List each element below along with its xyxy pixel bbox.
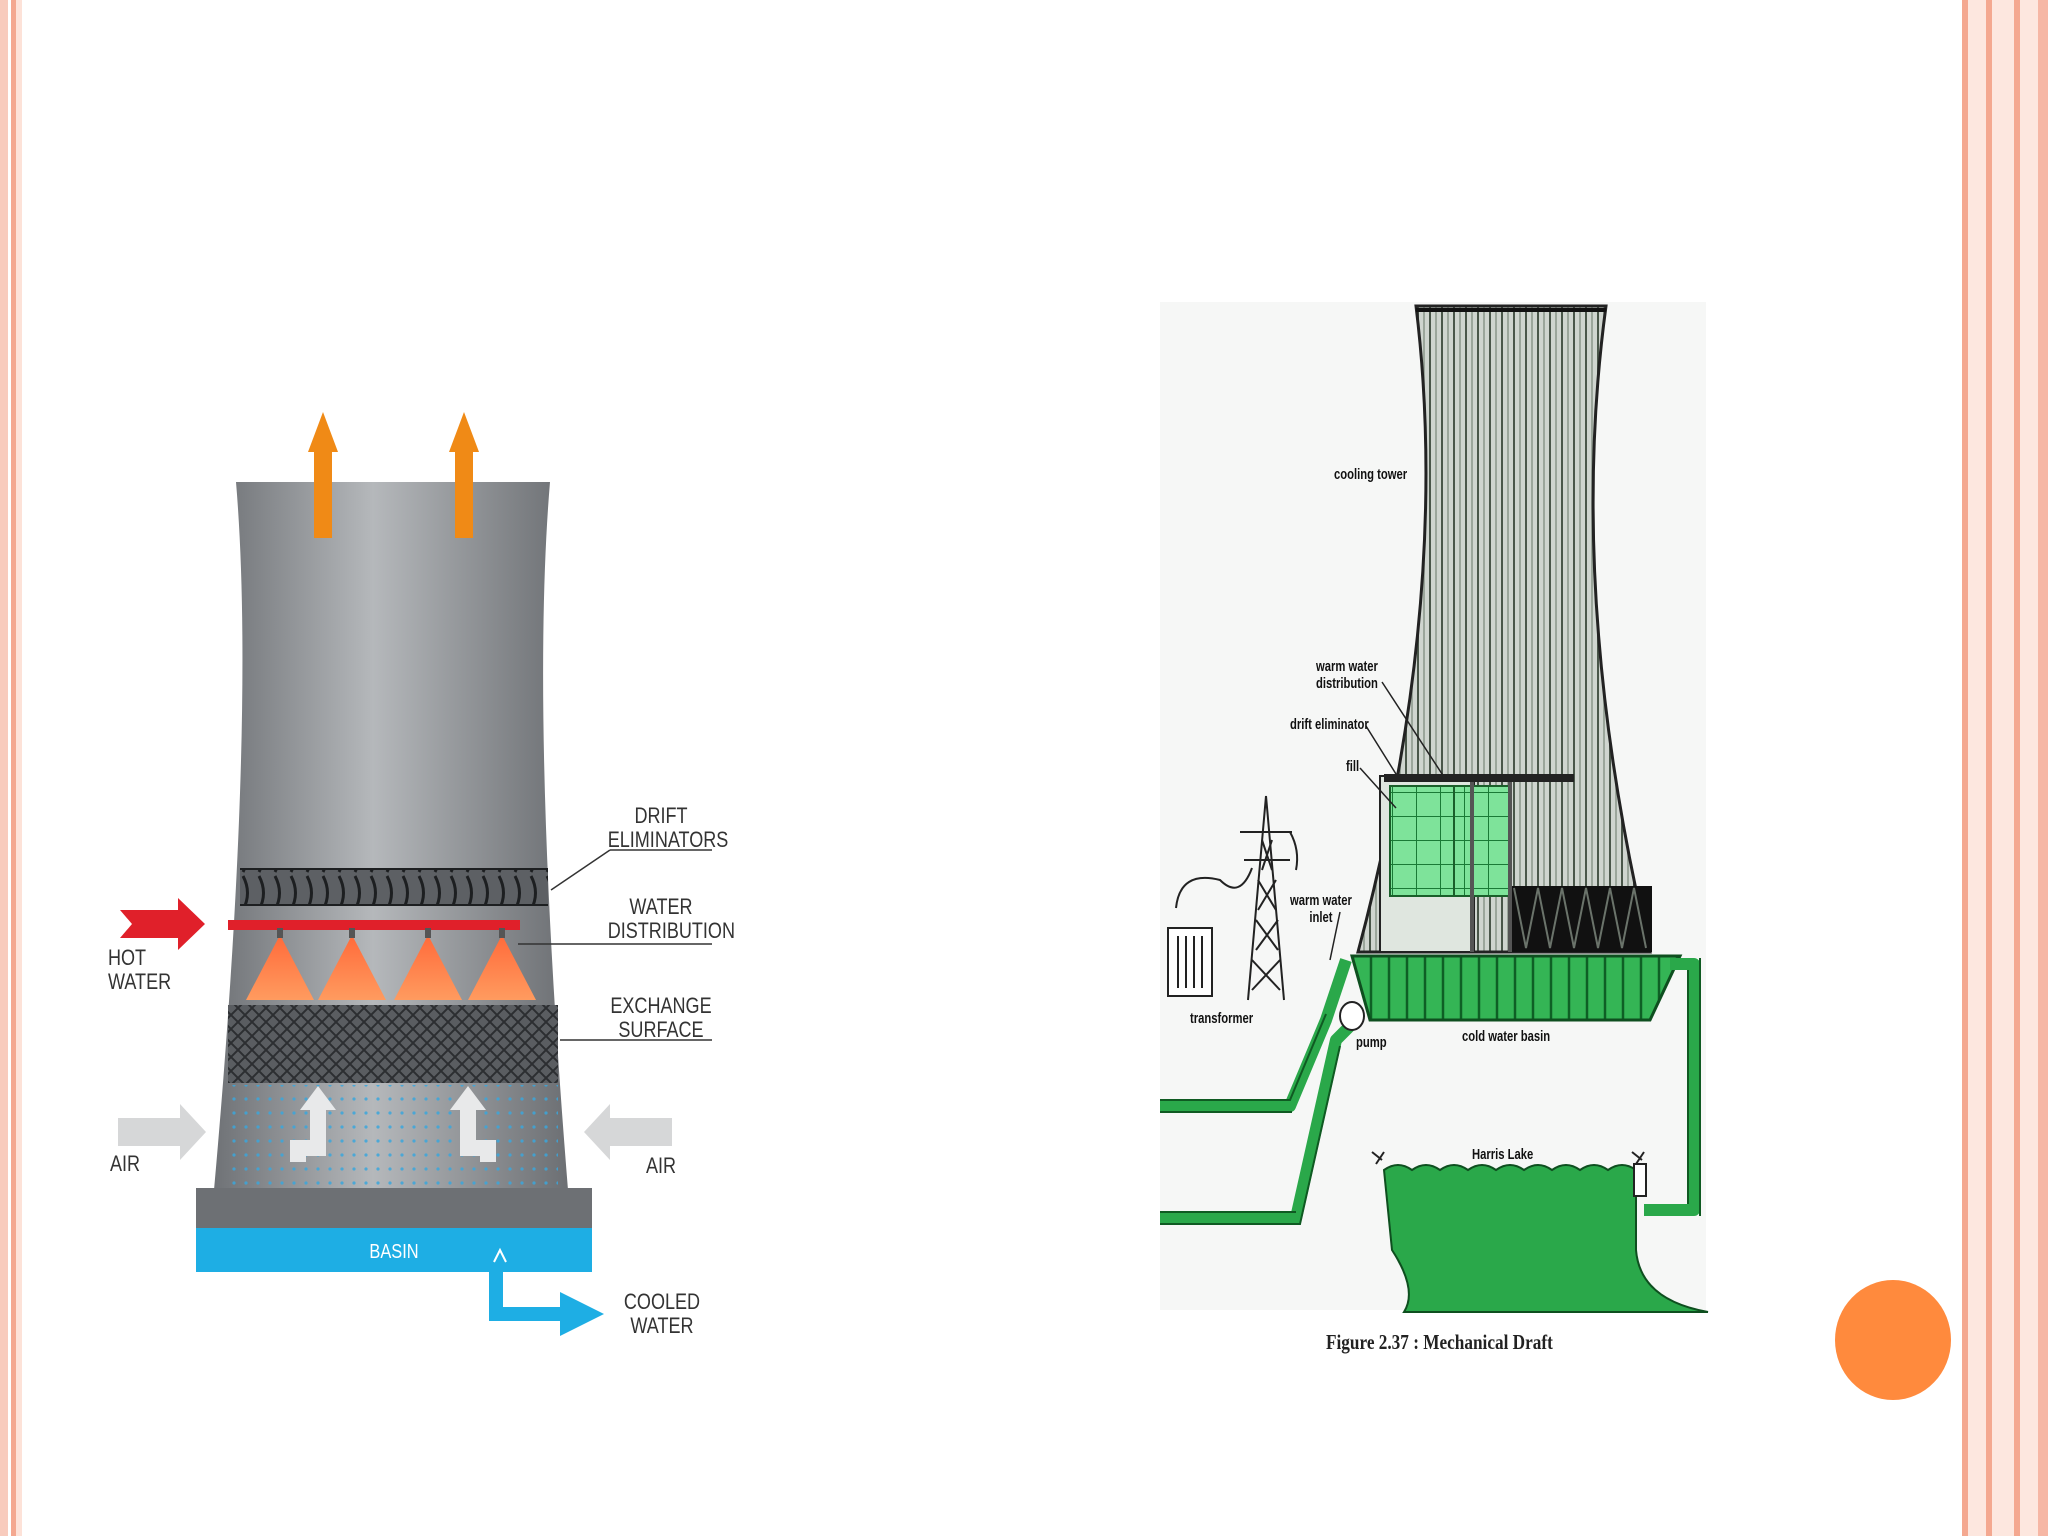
label-water-distribution: WATER DISTRIBUTION [607, 894, 735, 943]
air-arrow-left [118, 1104, 206, 1160]
label-fill: fill [1346, 758, 1360, 775]
exchange-surface [228, 1005, 558, 1083]
label-cooling-tower: cooling tower [1334, 466, 1408, 483]
drift-eliminator-band [240, 869, 548, 905]
label-transformer: transformer [1190, 1010, 1254, 1027]
basin [196, 1228, 592, 1272]
air-arrow-right [584, 1104, 672, 1160]
label-hot-water: HOT WATER [108, 945, 172, 994]
label-air-left: AIR [110, 1151, 141, 1176]
spray-cones [246, 928, 536, 1000]
piping [1160, 958, 1700, 1224]
fill-block-2 [1453, 785, 1511, 897]
label-cold-water-basin: cold water basin [1462, 1028, 1551, 1045]
cold-water-basin [1350, 954, 1683, 1022]
right-border [1958, 0, 2048, 1536]
cooled-water-pipe [489, 1256, 565, 1321]
distribution-pipe [228, 920, 520, 930]
hot-water-arrow [120, 898, 205, 950]
basin-wall [196, 1188, 592, 1228]
pump [1339, 1001, 1365, 1031]
label-drift-eliminator: drift eliminator [1290, 716, 1369, 733]
exhaust-arrows [308, 412, 479, 538]
label-warm-water-distribution: warm water distribution [1316, 658, 1378, 692]
updraft-arrows [290, 1086, 496, 1162]
transmission-tower [1240, 795, 1299, 1001]
label-harris-lake: Harris Lake [1472, 1146, 1534, 1163]
air-inlet-louvers [1512, 886, 1652, 952]
rain-area [228, 1085, 558, 1190]
label-exchange-surface: EXCHANGE SURFACE [610, 993, 712, 1042]
transformer [1167, 927, 1213, 997]
cooled-water-arrow [560, 1292, 604, 1336]
label-pump: pump [1356, 1034, 1387, 1051]
harris-lake [1382, 1164, 1709, 1313]
figure-caption: Figure 2.37 : Mechanical Draft [1326, 1330, 1553, 1354]
label-warm-water-inlet: warm water inlet [1290, 892, 1352, 926]
label-air-right: AIR [645, 1153, 677, 1178]
label-drift-eliminators: DRIFT ELIMINATORS [607, 803, 729, 852]
left-border [0, 0, 22, 1536]
accent-circle [1835, 1280, 1951, 1400]
label-basin: BASIN [369, 1241, 419, 1263]
label-cooled-water: COOLED WATER [623, 1289, 701, 1338]
